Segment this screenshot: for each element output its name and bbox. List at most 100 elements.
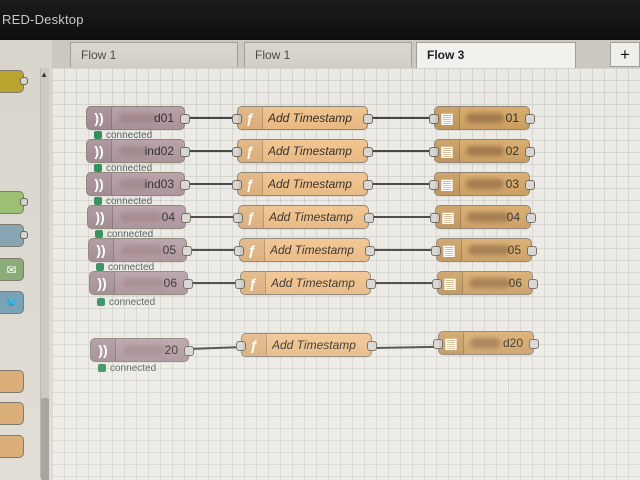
- redacted-input-name: [119, 179, 149, 189]
- output-port[interactable]: [180, 114, 190, 124]
- input-port[interactable]: [232, 147, 242, 157]
- flow-canvas[interactable]: )) d01 connected ƒ Add Timestamp ▤ 01 ))…: [52, 68, 640, 480]
- wire-row-4-a: [185, 216, 242, 218]
- function-node-add-timestamp-6[interactable]: ƒ Add Timestamp: [235, 271, 376, 295]
- palette-port: [20, 77, 28, 85]
- file-output-node-3[interactable]: ▤ 03: [429, 172, 535, 196]
- output-port[interactable]: [365, 246, 375, 256]
- mqtt-input-node-5[interactable]: )) 05: [88, 238, 192, 262]
- connection-status-6: connected: [97, 297, 155, 308]
- status-port: [525, 180, 535, 190]
- input-port[interactable]: [429, 114, 439, 124]
- output-port[interactable]: [181, 213, 191, 223]
- function-name: Add Timestamp: [268, 144, 352, 158]
- mqtt-input-name-suffix: 05: [162, 243, 176, 257]
- file-output-name-suffix: d20: [502, 336, 523, 350]
- redacted-input-name: [120, 212, 162, 222]
- function-name: Add Timestamp: [268, 111, 352, 125]
- output-port[interactable]: [366, 279, 376, 289]
- mqtt-input-node-1[interactable]: )) d01: [86, 106, 190, 130]
- function-icon: ƒ: [241, 272, 266, 294]
- mqtt-input-node-2[interactable]: )) ind02: [86, 139, 190, 163]
- mqtt-input-node-6[interactable]: )) 06: [89, 271, 193, 295]
- wire-row-5-b: [370, 249, 440, 251]
- input-port[interactable]: [232, 114, 242, 124]
- input-port[interactable]: [429, 180, 439, 190]
- node-palette: ✉ 🐦 ▲: [0, 40, 53, 480]
- add-tab-button[interactable]: +: [610, 42, 640, 67]
- output-port[interactable]: [367, 341, 377, 351]
- mqtt-input-name-suffix: ind02: [144, 144, 174, 158]
- file-output-node-4[interactable]: ▤ 04: [430, 205, 536, 229]
- input-port[interactable]: [430, 213, 440, 223]
- input-port[interactable]: [432, 279, 442, 289]
- file-output-name-suffix: 05: [507, 243, 521, 257]
- palette-node-orange-1[interactable]: [0, 370, 24, 393]
- redacted-output-name: [466, 113, 504, 123]
- input-port[interactable]: [235, 279, 245, 289]
- palette-node-email[interactable]: ✉: [0, 258, 24, 281]
- output-port[interactable]: [363, 180, 373, 190]
- scroll-up-icon[interactable]: ▲: [40, 70, 48, 79]
- file-output-node-5[interactable]: ▤ 05: [431, 238, 537, 262]
- output-port[interactable]: [184, 346, 194, 356]
- input-port[interactable]: [433, 339, 443, 349]
- redacted-output-name: [467, 212, 509, 222]
- status-port: [525, 114, 535, 124]
- input-port[interactable]: [232, 180, 242, 190]
- output-port[interactable]: [183, 279, 193, 289]
- output-port[interactable]: [182, 246, 192, 256]
- mqtt-input-name-suffix: 04: [161, 210, 175, 224]
- radio-icon: )): [87, 107, 112, 129]
- input-port[interactable]: [233, 213, 243, 223]
- radio-icon: )): [88, 206, 113, 228]
- output-port[interactable]: [180, 147, 190, 157]
- radio-icon: )): [89, 239, 114, 261]
- file-output-node-1[interactable]: ▤ 01: [429, 106, 535, 130]
- file-output-name-suffix: 06: [508, 276, 522, 290]
- redacted-output-name: [469, 278, 511, 288]
- palette-node-orange-3[interactable]: [0, 435, 24, 458]
- function-icon: ƒ: [240, 239, 265, 261]
- input-port[interactable]: [429, 147, 439, 157]
- function-name: Add Timestamp: [271, 276, 355, 290]
- wire-row-1-b: [368, 117, 438, 119]
- mqtt-input-node-20[interactable]: )) 20: [90, 338, 194, 362]
- mqtt-input-node-3[interactable]: )) ind03: [86, 172, 190, 196]
- status-dot: [95, 230, 103, 238]
- file-output-node-20[interactable]: ▤ d20: [433, 331, 539, 355]
- function-node-add-timestamp-20[interactable]: ƒ Add Timestamp: [236, 333, 377, 357]
- palette-scroll-thumb[interactable]: [41, 398, 49, 480]
- radio-icon: )): [87, 173, 112, 195]
- connection-status-4: connected: [95, 229, 153, 240]
- output-port[interactable]: [363, 147, 373, 157]
- input-port[interactable]: [236, 341, 246, 351]
- palette-scrollbar[interactable]: [40, 68, 49, 480]
- input-port[interactable]: [431, 246, 441, 256]
- mqtt-input-node-4[interactable]: )) 04: [87, 205, 191, 229]
- function-node-add-timestamp-2[interactable]: ƒ Add Timestamp: [232, 139, 373, 163]
- palette-node-orange-2[interactable]: [0, 402, 24, 425]
- tab-flow-1-copy[interactable]: Flow 1: [244, 42, 412, 67]
- tab-flow-1[interactable]: Flow 1: [70, 42, 238, 67]
- output-port[interactable]: [180, 180, 190, 190]
- input-port[interactable]: [234, 246, 244, 256]
- connection-status-5: connected: [96, 262, 154, 273]
- function-node-add-timestamp-4[interactable]: ƒ Add Timestamp: [233, 205, 374, 229]
- tab-flow-3[interactable]: Flow 3: [416, 42, 576, 68]
- function-name: Add Timestamp: [268, 177, 352, 191]
- function-icon: ƒ: [238, 107, 263, 129]
- file-output-node-6[interactable]: ▤ 06: [432, 271, 538, 295]
- file-output-node-2[interactable]: ▤ 02: [429, 139, 535, 163]
- radio-icon: )): [91, 339, 116, 361]
- function-node-add-timestamp-5[interactable]: ƒ Add Timestamp: [234, 238, 375, 262]
- status-port: [528, 279, 538, 289]
- output-port[interactable]: [364, 213, 374, 223]
- output-port[interactable]: [363, 114, 373, 124]
- wire-row-6-b: [371, 282, 441, 284]
- palette-node-twitter[interactable]: 🐦: [0, 291, 24, 314]
- function-node-add-timestamp-1[interactable]: ƒ Add Timestamp: [232, 106, 373, 130]
- flow-tabs: Flow 1 Flow 1 Flow 3 +: [52, 40, 640, 69]
- function-node-add-timestamp-3[interactable]: ƒ Add Timestamp: [232, 172, 373, 196]
